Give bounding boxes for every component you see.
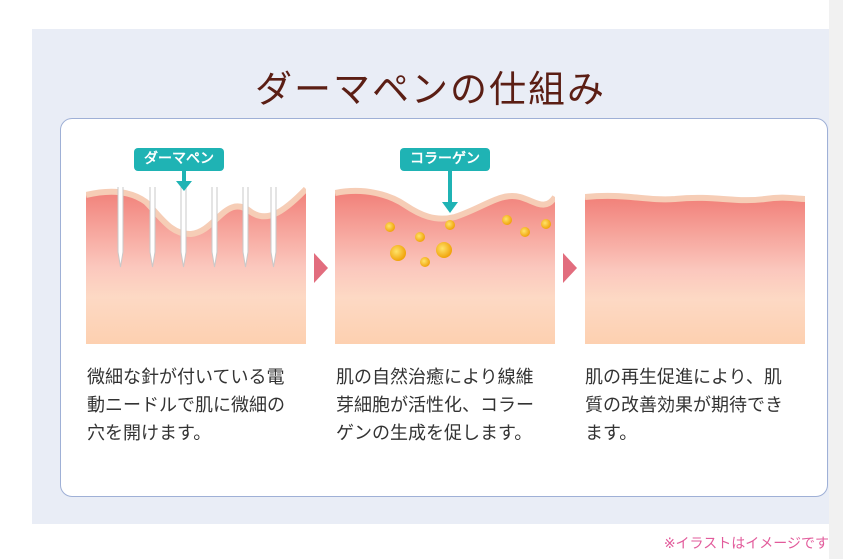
collagen-tag: コラーゲン bbox=[400, 148, 490, 171]
step1-illustration bbox=[86, 187, 306, 344]
down-arrow-icon bbox=[442, 170, 458, 213]
collagen-icons bbox=[385, 215, 551, 267]
dermapen-tag: ダーマペン bbox=[134, 148, 224, 171]
step2-illustration bbox=[335, 187, 555, 344]
down-arrow-icon bbox=[176, 170, 192, 191]
step-arrow-icon bbox=[563, 253, 577, 283]
step3-illustration bbox=[585, 187, 805, 344]
illustration-note: ※イラストはイメージです bbox=[663, 536, 829, 552]
needle-icons bbox=[117, 187, 277, 268]
step3-description: 肌の再生促進により、肌質の改善効果が期待できます。 bbox=[585, 367, 783, 444]
scrollbar[interactable] bbox=[829, 0, 843, 559]
section-title: ダーマペンの仕組み bbox=[255, 68, 606, 111]
step1-description: 微細な針が付いている電動ニードルで肌に微細の穴を開けます。 bbox=[87, 367, 285, 444]
step2-description: 肌の自然治癒により線維芽細胞が活性化、コラーゲンの生成を促します。 bbox=[336, 367, 534, 444]
step-arrow-icon bbox=[314, 253, 328, 283]
